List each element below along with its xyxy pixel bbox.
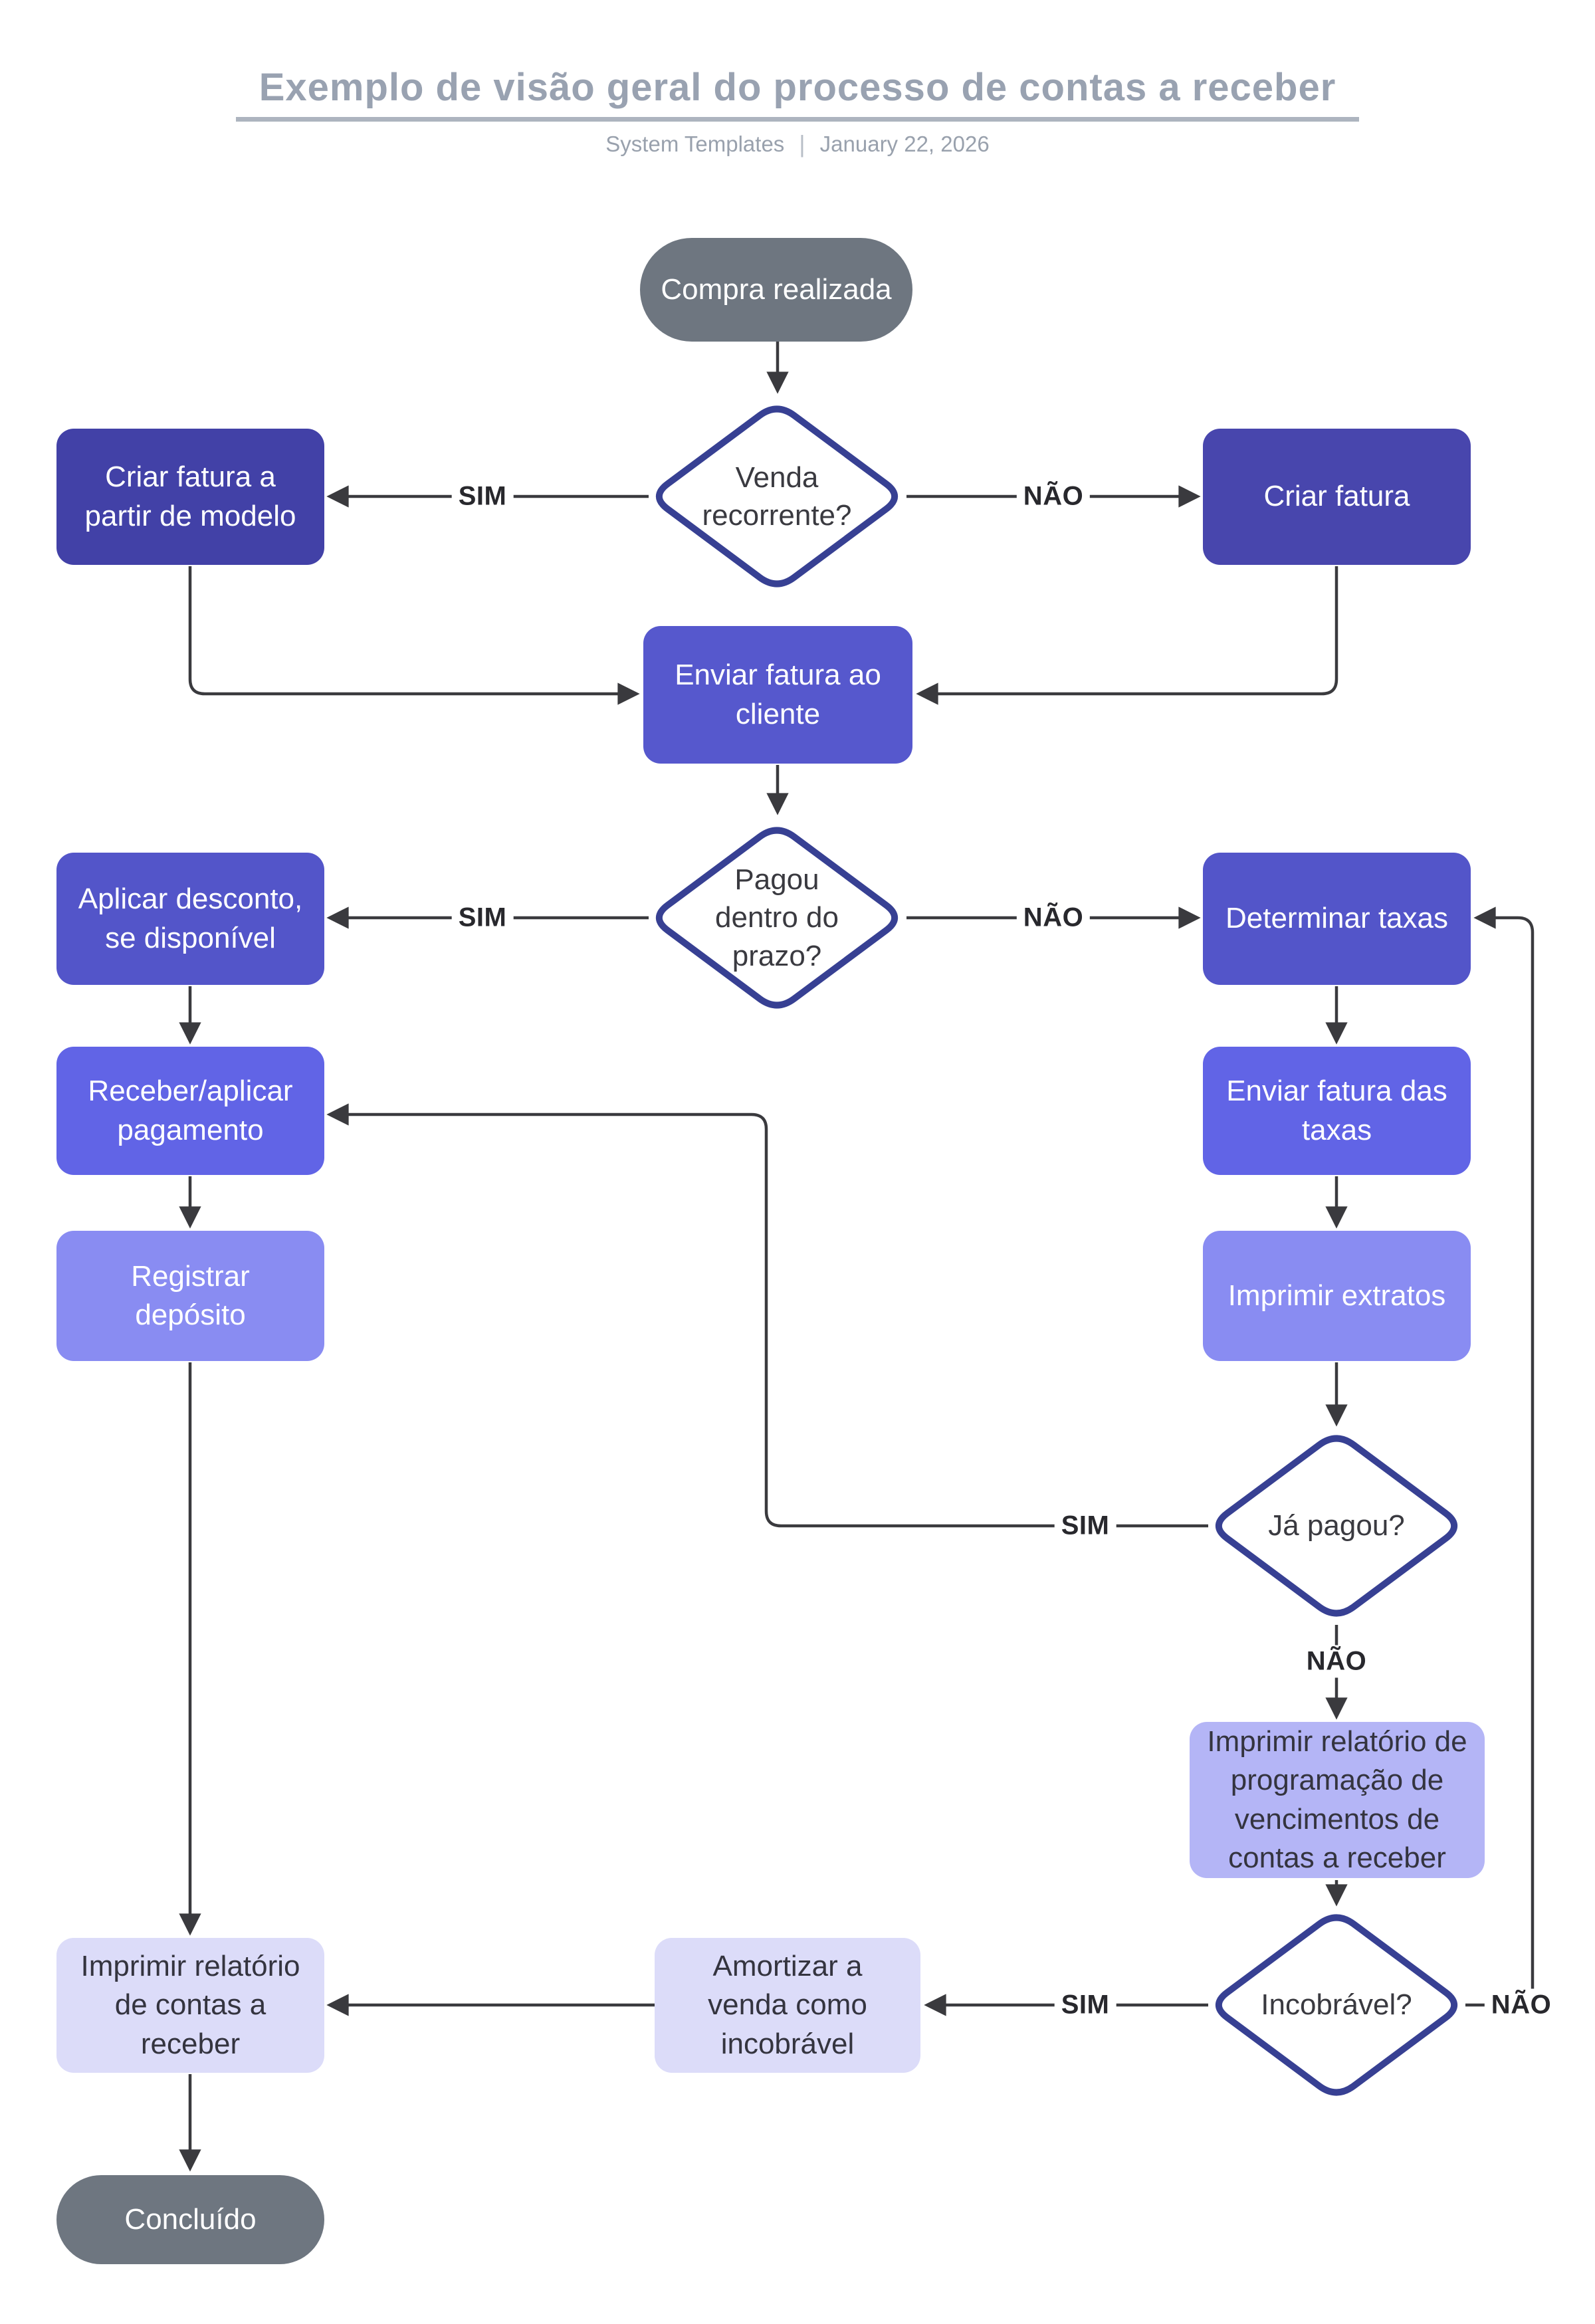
node-label: Determinar taxas xyxy=(1225,902,1448,935)
decision-incobravel: Incobrável? xyxy=(1207,1908,1466,2102)
node-enviar-fatura-cliente: Enviar fatura ao cliente xyxy=(643,626,912,764)
decision-label: Pagou dentro do prazo? xyxy=(715,863,839,972)
node-label: Enviar fatura das taxas xyxy=(1226,1075,1447,1146)
node-label: Concluído xyxy=(124,2202,257,2236)
edge-label-incobravel-nao: NÃO xyxy=(1484,1988,1558,2022)
edge-label-pagou-nao: NÃO xyxy=(1016,901,1091,934)
node-imprimir-extratos: Imprimir extratos xyxy=(1203,1231,1471,1361)
node-enviar-fatura-taxas: Enviar fatura das taxas xyxy=(1203,1047,1471,1175)
diamond-shape xyxy=(1215,1435,1458,1617)
node-label: Aplicar desconto, se disponível xyxy=(78,883,303,954)
node-label: Compra realizada xyxy=(661,272,892,306)
decision-ja-pagou: Já pagou? xyxy=(1207,1429,1466,1623)
subtitle-separator: | xyxy=(799,130,805,158)
node-criar-fatura-modelo: Criar fatura a partir de modelo xyxy=(56,429,324,565)
node-amortizar-venda: Amortizar a venda como incobrável xyxy=(655,1938,920,2073)
node-imprimir-relatorio-contas: Imprimir relatório de contas a receber xyxy=(56,1938,324,2073)
diamond-shape xyxy=(655,405,899,587)
decision-label: Incobrável? xyxy=(1261,1988,1412,2022)
page-title: Exemplo de visão geral do processo de co… xyxy=(259,66,1336,109)
connector-ja-pagou-sim-to-receber-pagamento xyxy=(326,1103,1208,1528)
subtitle-date: January 22, 2026 xyxy=(819,132,990,156)
node-label: Imprimir relatório de programação de ven… xyxy=(1207,1725,1467,1874)
connector-criar-fatura-modelo-to-enviar-fatura xyxy=(188,566,640,705)
node-aplicar-desconto: Aplicar desconto, se disponível xyxy=(56,853,324,985)
node-label: Receber/aplicar pagamento xyxy=(88,1075,293,1146)
node-label: Imprimir extratos xyxy=(1227,1279,1446,1312)
node-determinar-taxas: Determinar taxas xyxy=(1203,853,1471,985)
connector-criar-fatura-to-enviar-fatura xyxy=(916,566,1338,705)
edge-label-venda-nao: NÃO xyxy=(1016,480,1091,513)
diamond-shape xyxy=(655,827,899,1009)
node-registrar-deposito: Registrar depósito xyxy=(56,1231,324,1361)
decision-label: Venda recorrente? xyxy=(702,461,852,532)
node-start-terminal: Compra realizada xyxy=(640,238,912,342)
node-label: Criar fatura a partir de modelo xyxy=(84,461,296,532)
subtitle-author: System Templates xyxy=(605,132,785,156)
node-imprimir-relatorio-programacao: Imprimir relatório de programação de ven… xyxy=(1190,1722,1485,1878)
edge-label-ja-pagou-sim: SIM xyxy=(1054,1509,1116,1542)
decision-venda-recorrente: Venda recorrente? xyxy=(647,399,906,593)
edge-label-venda-sim: SIM xyxy=(451,480,514,513)
edge-label-pagou-sim: SIM xyxy=(451,901,514,934)
edge-label-ja-pagou-nao: NÃO xyxy=(1299,1645,1374,1678)
subtitle: System Templates | January 22, 2026 xyxy=(0,130,1595,158)
node-receber-aplicar-pagamento: Receber/aplicar pagamento xyxy=(56,1047,324,1175)
decision-label: Já pagou? xyxy=(1268,1509,1405,1542)
node-label: Enviar fatura ao cliente xyxy=(675,659,881,730)
node-label: Imprimir relatório de contas a receber xyxy=(80,1950,300,2060)
node-label: Criar fatura xyxy=(1263,480,1410,513)
node-end-terminal: Concluído xyxy=(56,2175,324,2264)
edge-label-incobravel-sim: SIM xyxy=(1054,1988,1116,2022)
node-label: Registrar depósito xyxy=(131,1259,250,1331)
decision-pagou-prazo: Pagou dentro do prazo? xyxy=(647,821,906,1015)
diamond-shape xyxy=(1215,1914,1458,2096)
node-label: Amortizar a venda como incobrável xyxy=(708,1950,867,2060)
title-underline xyxy=(236,117,1359,122)
node-criar-fatura: Criar fatura xyxy=(1203,429,1471,565)
